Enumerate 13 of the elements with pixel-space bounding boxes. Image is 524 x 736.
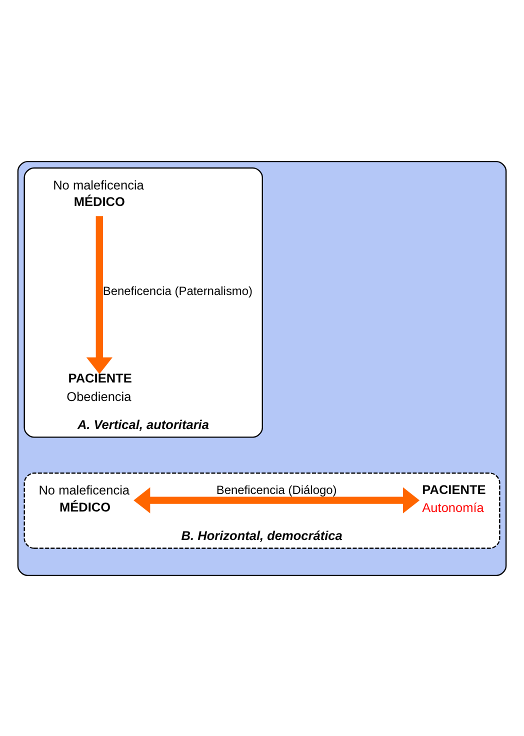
node-text: MÉDICO [74,194,125,209]
node-label: No maleficencia [53,176,144,192]
node-label: Autonomía [422,500,484,515]
cluster [17,160,507,576]
node-text: MÉDICO [59,498,111,514]
node-text: PACIENTE [68,370,132,386]
node-label: No maleficencia [38,482,130,498]
edge-label: Beneficencia (Diálogo) [216,482,337,496]
edge-label: Beneficencia (Paternalismo) [102,284,253,298]
node-label: Obediencia [66,388,132,404]
arrow [86,216,112,374]
node-text: PACIENTE [422,481,486,496]
arrow [134,486,420,513]
